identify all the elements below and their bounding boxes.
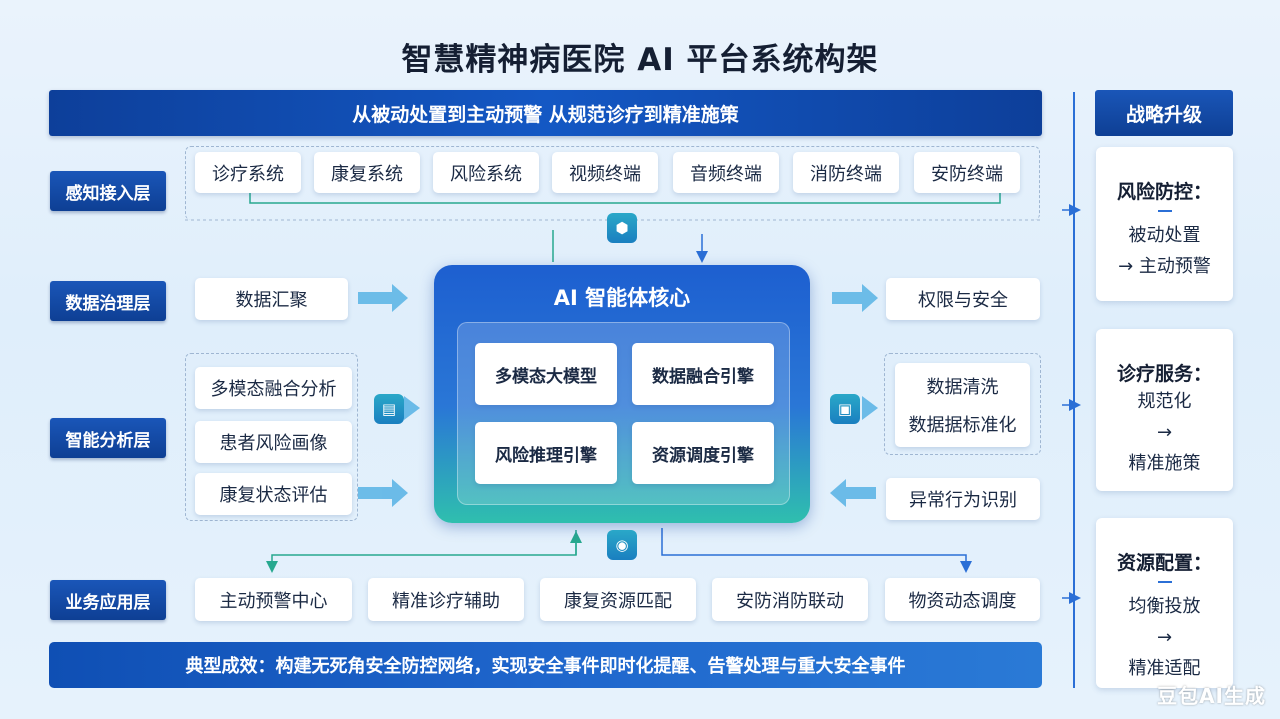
strategy-divider [1073, 92, 1075, 688]
analysis-right-group [884, 353, 1041, 455]
data-aggregation-card: 数据汇聚 [195, 278, 348, 320]
perception-item: 音频终端 [673, 152, 779, 193]
perception-item: 安防终端 [914, 152, 1020, 193]
strategy-line: → 主动预警 [1118, 256, 1211, 277]
analysis-item: 多模态融合分析 [195, 367, 352, 409]
data-standardization-label: 数据据标准化 [908, 415, 1017, 436]
bulb-icon: ◉ [607, 530, 637, 560]
engine-multimodal-model: 多模态大模型 [475, 343, 617, 405]
perception-item: 康复系统 [314, 152, 420, 193]
application-item: 安防消防联动 [712, 578, 868, 621]
application-item: 康复资源匹配 [540, 578, 696, 621]
ai-core-title: AI 智能体核心 [553, 286, 691, 310]
document-icon: ▤ [374, 394, 404, 424]
strategy-title: 诊疗服务： [1116, 363, 1212, 385]
perception-item: 视频终端 [552, 152, 658, 193]
layer-governance: 数据治理层 [50, 281, 166, 321]
strategy-line: 精准适配 [1128, 658, 1201, 679]
strategy-line: 规范化 [1137, 391, 1192, 412]
data-cleaning-label: 数据清洗 [926, 377, 999, 398]
strategy-card-resources: 资源配置： 均衡投放 → 精准适配 [1096, 518, 1233, 688]
layer-analysis: 智能分析层 [50, 418, 166, 458]
analysis-item: 患者风险画像 [195, 421, 352, 463]
strategy-dash [1157, 581, 1172, 583]
data-cleaning-card: 数据清洗 数据据标准化 [895, 363, 1030, 447]
analysis-item: 康复状态评估 [195, 473, 352, 515]
chart-icon: ▣ [830, 394, 860, 424]
engine-data-fusion: 数据融合引擎 [632, 343, 774, 405]
strategy-line: → [1156, 422, 1173, 443]
strategy-card-risk: 风险防控： 被动处置 → 主动预警 [1096, 147, 1233, 301]
engine-resource-scheduling: 资源调度引擎 [632, 422, 774, 484]
application-item: 物资动态调度 [885, 578, 1040, 621]
cube-icon: ⬢ [607, 213, 637, 243]
analysis-left-group [185, 353, 358, 521]
page-title: 智慧精神病医院 AI 平台系统构架 [401, 42, 879, 78]
application-item: 主动预警中心 [195, 578, 352, 621]
layer-application: 业务应用层 [50, 580, 166, 620]
layer-perception: 感知接入层 [50, 171, 166, 211]
perception-group [185, 146, 1040, 220]
perception-item: 消防终端 [793, 152, 899, 193]
strategy-title: 风险防控： [1116, 181, 1212, 203]
strategy-line: → [1156, 627, 1173, 648]
strategy-dash [1157, 210, 1172, 212]
perception-item: 风险系统 [433, 152, 539, 193]
strategy-card-diagnosis: 诊疗服务： 规范化 → 精准施策 [1096, 329, 1233, 491]
strategy-line: 均衡投放 [1128, 596, 1201, 617]
engine-risk-inference: 风险推理引擎 [475, 422, 617, 484]
typical-results-banner: 典型成效：构建无死角安全防控网络，实现安全事件即时化提醒、告警处理与重大安全事件 [49, 642, 1042, 688]
watermark: 豆包AI生成 [1157, 684, 1266, 708]
strategy-line: 精准施策 [1128, 453, 1201, 474]
slogan-banner: 从被动处置到主动预警 从规范诊疗到精准施策 [49, 90, 1042, 136]
strategy-header: 战略升级 [1095, 90, 1233, 136]
strategy-title: 资源配置： [1116, 552, 1212, 574]
perception-item: 诊疗系统 [195, 152, 301, 193]
strategy-line: 被动处置 [1128, 225, 1201, 246]
application-item: 精准诊疗辅助 [368, 578, 524, 621]
anomaly-recognition-card: 异常行为识别 [886, 478, 1040, 520]
permission-security-card: 权限与安全 [886, 278, 1040, 320]
